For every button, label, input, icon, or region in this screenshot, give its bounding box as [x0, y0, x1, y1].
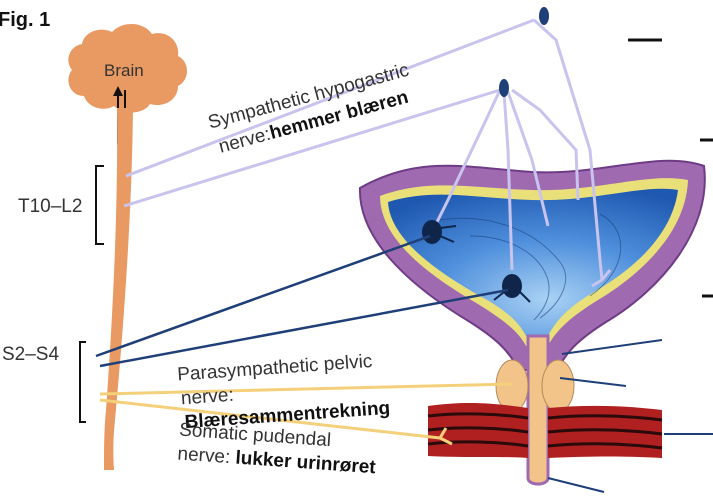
brain-label: Brain: [104, 61, 144, 80]
bladder-lumen: [388, 189, 678, 336]
sympathetic-label: Sympathetic hypogastric nerve:hemmer blæ…: [206, 60, 418, 159]
level-label-t10-l2: T10–L2: [18, 196, 82, 217]
sympathetic-ganglion-upper: [539, 7, 549, 25]
t10-l2-bracket: [96, 166, 104, 244]
figure-label: Fig. 1: [0, 9, 50, 31]
level-label-s2-s4: S2–S4: [2, 344, 59, 365]
sphincter-lobe-left: [496, 360, 528, 412]
urethra: [528, 336, 548, 484]
parasympathetic-label-line1: Parasympathetic pelvic: [177, 351, 373, 386]
s2-s4-bracket: [80, 342, 86, 422]
parasympathetic-label-line2: nerve:: [180, 385, 234, 410]
sympathetic-ganglion-lower: [499, 79, 509, 97]
sphincter-lobe-right: [542, 360, 574, 412]
somatic-label-line2: nerve: lukker urinrøret: [177, 443, 377, 478]
spinal-cord: [104, 108, 133, 470]
